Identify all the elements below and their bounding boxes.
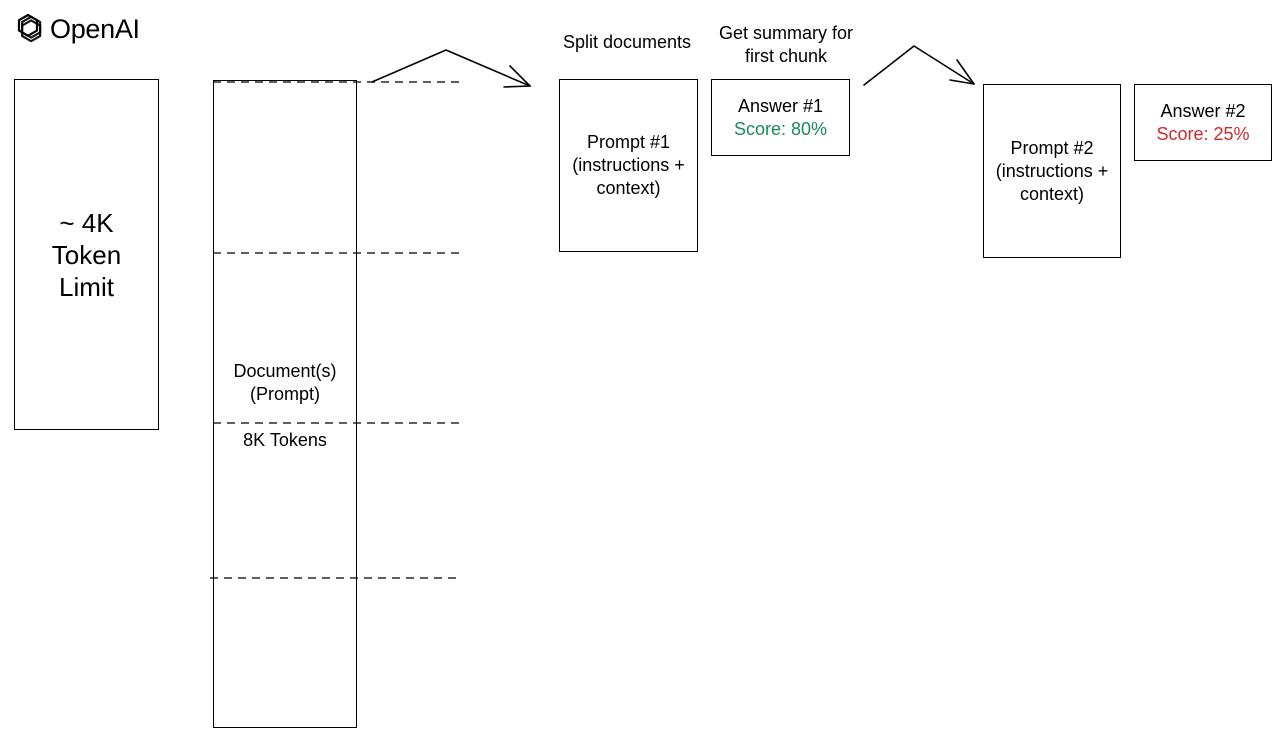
answer-1-title: Answer #1 <box>737 95 824 116</box>
token-limit-box: ~ 4K Token Limit <box>14 79 159 430</box>
document-label-line2: (Prompt) <box>249 384 320 404</box>
prompt-1-box: Prompt #1 (instructions + context) <box>559 79 698 252</box>
split-arrow-head <box>503 65 531 88</box>
brand-name: OpenAI <box>50 13 140 44</box>
document-label: Document(s) (Prompt) <box>213 360 357 406</box>
prompt-2-box: Prompt #2 (instructions + context) <box>983 84 1121 258</box>
answer-2-box: Answer #2 Score: 25% <box>1134 84 1272 161</box>
answer-2-score: Score: 25% <box>1156 123 1250 144</box>
get-summary-label: Get summary for first chunk <box>700 22 872 68</box>
prompt-1-line2: (instructions + <box>572 155 685 175</box>
document-box <box>213 80 357 728</box>
prompt-2-line2: (instructions + <box>995 160 1109 181</box>
brand-logo: OpenAI <box>10 11 140 47</box>
prompt-2-line3: context) <box>1019 183 1085 204</box>
answer-1-box: Answer #1 Score: 80% <box>711 79 850 156</box>
token-limit-line3: Limit <box>59 271 114 302</box>
summary-arrow-head <box>949 59 975 85</box>
prompt-1-line1: Prompt #1 <box>586 132 671 152</box>
document-label-line1: Document(s) <box>233 361 337 381</box>
prompt-1-line3: context) <box>596 178 661 198</box>
answer-2-title: Answer #2 <box>1160 100 1246 121</box>
split-arrow-line <box>371 49 531 87</box>
answer-1-score: Score: 80% <box>733 118 828 139</box>
split-documents-label: Split documents <box>562 32 692 52</box>
prompt-2-line1: Prompt #2 <box>1010 137 1094 158</box>
document-token-count: 8K Tokens <box>243 430 327 450</box>
token-limit-line2: Token <box>51 239 122 270</box>
get-summary-line2: first chunk <box>744 46 828 66</box>
get-summary-line1: Get summary for <box>718 23 854 43</box>
summary-arrow-line <box>863 45 975 86</box>
token-limit-line1: ~ 4K <box>59 207 114 238</box>
openai-logo-icon <box>17 13 42 43</box>
